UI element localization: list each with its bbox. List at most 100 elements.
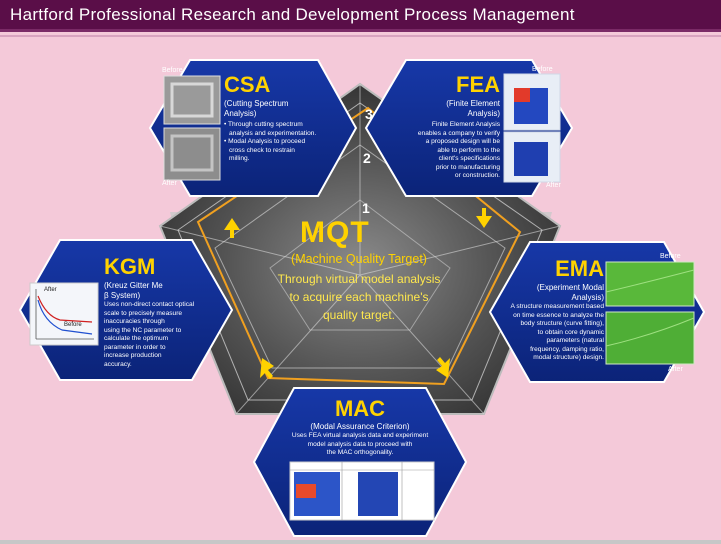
kgm-body-line: Uses non-direct contact optical [104,301,195,308]
quality-target-outline [196,106,522,386]
csa-text-block: CSA (Cutting Spectrum Analysis) • Throug… [224,74,334,164]
header-rule [0,35,721,37]
mac-body-line: Uses FEA virtual analysis data and exper… [291,432,429,439]
kgm-subtitle-line: β System) [104,291,141,300]
kgm-body-line: inaccuracies through [104,318,165,325]
ema-body-line: parameters (natural [546,337,604,344]
bottom-band [0,540,721,544]
csa-subtitle-line: Analysis) [224,109,257,118]
ema-body-line: to obtain core dynamic [537,328,604,336]
kgm-body-line: scale to precisely measure [104,309,183,317]
fea-title: FEA [456,72,500,97]
csa-bullet-line: milling. [229,155,250,162]
kgm-body-line: calculate the optimum [104,335,169,342]
kgm-subtitle-line: (Kreuz Gitter Me [104,281,163,290]
ema-before-mode-line [605,269,695,293]
ema-body-line: body structure (curve fitting), [520,320,604,327]
fea-text-block: FEA (Finite Element Analysis) Finite Ele… [392,74,500,181]
fea-body-line: prior to manufacturing [435,163,500,171]
fea-body-line: Finite Element Analysis [431,121,500,128]
csa-bullet-line: • Modal Analysis to proceed [224,138,306,145]
fea-body: Finite Element Analysis enables a compan… [392,121,500,181]
mqt-title: MQT [300,216,370,249]
kgm-title: KGM [104,254,156,279]
ema-body-line: A structure measurement based [510,303,604,310]
mqt-description-line: Through virtual model analysis [277,272,441,286]
fea-body-line: client's specifications [438,155,500,162]
mqt-description-line: to acquire each machine's [289,290,429,304]
fea-body-line: or construction. [454,172,500,179]
scale-label-3: 3 [365,106,373,122]
mqt-description: Through virtual model analysis to acquir… [244,270,474,324]
ema-body-line: frequency, damping ratio, [530,345,604,353]
radar-spokes [159,84,561,415]
ema-subtitle-line: Analysis) [571,293,604,302]
arrow-down-right-lower [436,357,450,378]
csa-title: CSA [224,72,271,97]
arrow-down-right [476,208,492,228]
ema-label-after: After [668,366,683,373]
kgm-body-line: using the NC parameter to [104,326,182,334]
mac-subtitle: (Modal Assurance Criterion) [310,422,410,431]
mac-body-line: the MAC orthogonality. [326,449,394,456]
ema-body: A structure measurement based on time es… [494,303,604,363]
scale-label-2: 2 [363,150,371,166]
csa-bullet-2: • Modal Analysis to proceed cross check … [224,138,334,164]
mac-ema-mode-shape [358,472,398,516]
csa-bullet-line: • Through cutting spectrum [224,121,303,128]
fea-model-after [514,142,548,176]
ema-title: EMA [555,256,604,281]
ema-label-before: Before [660,253,681,260]
fea-body-line: enables a company to verify [417,129,500,137]
ema-body-line: modal structure) design. [533,354,604,361]
fea-subtitle-line: Analysis) [467,109,500,118]
ema-subtitle: (Experiment Modal Analysis) [494,283,604,303]
header-bar: Hartford Professional Research and Devel… [0,0,721,32]
mqt-description-line: quality target. [322,308,396,322]
kgm-graph-label-before: Before [64,322,82,328]
csa-label-after: After [162,180,177,187]
csa-subtitle-line: (Cutting Spectrum [224,99,289,108]
kgm-body-line: increase production [104,352,162,359]
kgm-body-line: parameter in order to [104,343,166,351]
csa-photo-after-detail [170,134,214,172]
csa-label-before: Before [162,67,183,74]
kgm-subtitle: (Kreuz Gitter Me β System) [104,281,228,301]
ema-text-block: EMA (Experiment Modal Analysis) A struct… [494,258,604,363]
fea-label-after: After [546,182,561,189]
csa-bullet-line: cross check to restrain [229,146,295,154]
fea-subtitle-line: (Finite Element [446,99,500,108]
ema-image-after [605,311,695,365]
kgm-body: Uses non-direct contact optical scale to… [104,301,228,369]
mac-text-block: MAC (Modal Assurance Criterion) Uses FEA… [270,398,450,458]
kgm-body-line: accuracy. [104,360,132,368]
kgm-text-block: KGM (Kreuz Gitter Me β System) Uses non-… [104,256,228,369]
ema-image-before [605,261,695,307]
arrow-up-left [224,218,240,238]
kgm-graph-curve-before [37,299,93,335]
fea-label-before: Before [532,66,553,73]
fea-body-line: a proposed design will be [425,138,500,145]
scale-label-1: 1 [362,200,370,216]
arrow-up-left-lower [260,358,274,379]
mac-body-line: model analysis data to proceed with [307,440,413,448]
flow-arrows [224,208,492,379]
fea-subtitle: (Finite Element Analysis) [392,99,500,119]
ema-body-line: on time essence to analyze the [513,311,604,319]
mac-fea-hotspot [296,484,316,498]
mqt-subtitle: (Machine Quality Target) [291,252,427,266]
csa-bullet-line: analysis and experimentation. [229,129,317,137]
mac-title: MAC [334,396,386,421]
kgm-graph [29,282,99,346]
page-title: Hartford Professional Research and Devel… [10,5,575,24]
fea-body-line: able to perform to the [437,146,500,154]
csa-photo-before-detail [170,82,214,118]
kgm-graph-curve-after [37,295,93,323]
radar-ring-middle [214,144,506,369]
fea-stress-hotspot [514,88,530,102]
mac-body: Uses FEA virtual analysis data and exper… [270,432,450,458]
csa-subtitle: (Cutting Spectrum Analysis) [224,99,334,119]
kgm-graph-label-after: After [44,287,57,293]
